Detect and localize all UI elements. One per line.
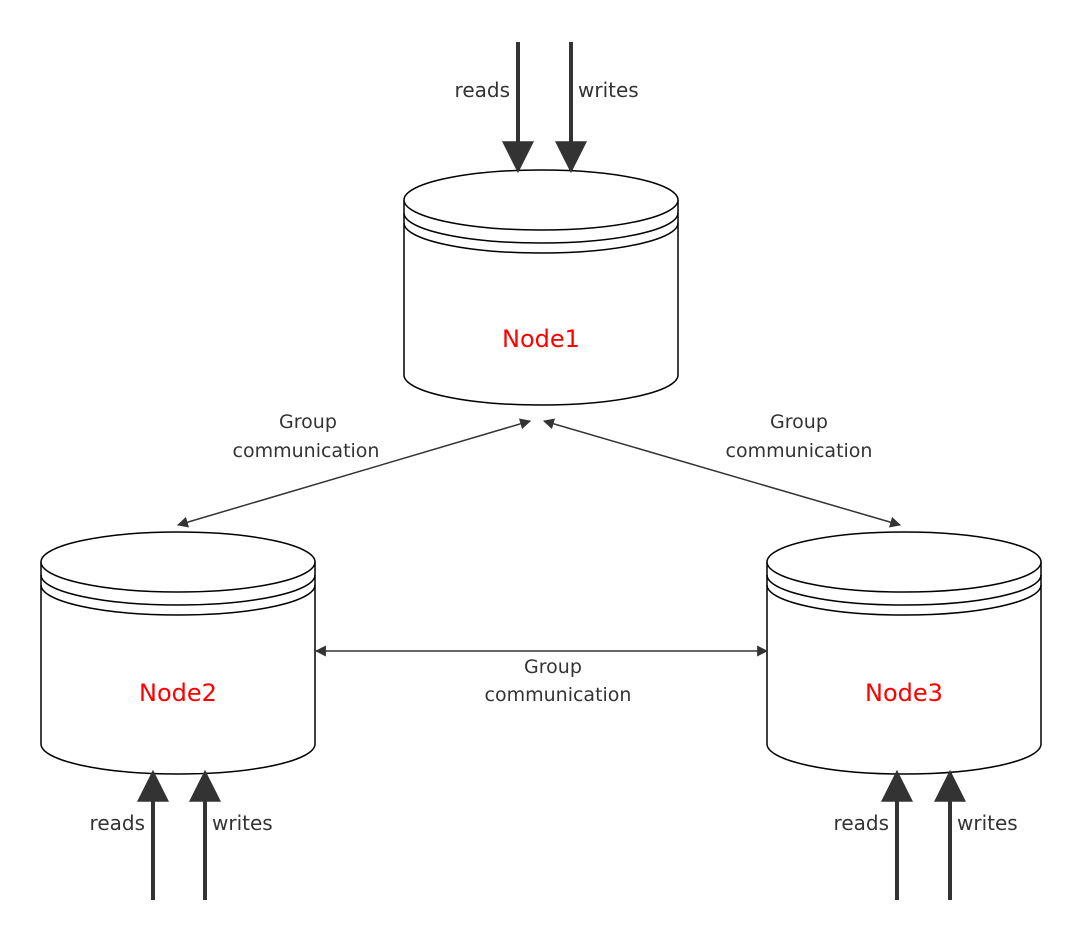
node1-ring-1 xyxy=(403,212,679,244)
link-node1-node3-label-line1: Group xyxy=(770,411,828,433)
node2-cylinder-body xyxy=(40,562,316,775)
link-node1-node3-label-line2: communication xyxy=(726,440,873,462)
node1-label: Node1 xyxy=(502,325,580,353)
node3-label: Node3 xyxy=(865,679,943,707)
link-node2-node3-label-line2: communication xyxy=(485,684,632,706)
node2-ring-1 xyxy=(40,574,316,606)
node1-reads-label: reads xyxy=(455,78,510,102)
node3-reads-label: reads xyxy=(834,811,889,835)
link-node1-node2-arrow[interactable] xyxy=(176,418,532,528)
link-node1-node3-label: Group communication xyxy=(726,411,873,462)
node2-writes-label: writes xyxy=(212,811,273,835)
node3-writes-label: writes xyxy=(957,811,1018,835)
node1-cylinder-body xyxy=(403,200,679,406)
node1-ring-2 xyxy=(403,222,679,254)
node2-label: Node2 xyxy=(139,679,217,707)
node3-database[interactable]: Node3 xyxy=(766,531,1042,775)
node1-database[interactable]: Node1 xyxy=(403,169,679,406)
link-node2-node3-label-line1: Group xyxy=(524,656,582,678)
node3-ring-2 xyxy=(766,584,1042,616)
node3-ring-1 xyxy=(766,574,1042,606)
link-node1-node2-label-line2: communication xyxy=(233,440,380,462)
node3-cylinder-top xyxy=(766,531,1042,593)
link-node1-node3-arrow[interactable] xyxy=(542,418,902,528)
node1-cylinder-top xyxy=(403,169,679,231)
node2-reads-label: reads xyxy=(90,811,145,835)
node2-cylinder-top xyxy=(40,531,316,593)
link-node1-node2-label: Group communication xyxy=(233,411,380,462)
node3-cylinder-body xyxy=(766,562,1042,775)
link-node1-node2-label-line1: Group xyxy=(279,411,337,433)
node2-database[interactable]: Node2 xyxy=(40,531,316,775)
node2-ring-2 xyxy=(40,584,316,616)
node1-writes-label: writes xyxy=(578,78,639,102)
link-node2-node3-label: Group communication xyxy=(485,656,632,706)
